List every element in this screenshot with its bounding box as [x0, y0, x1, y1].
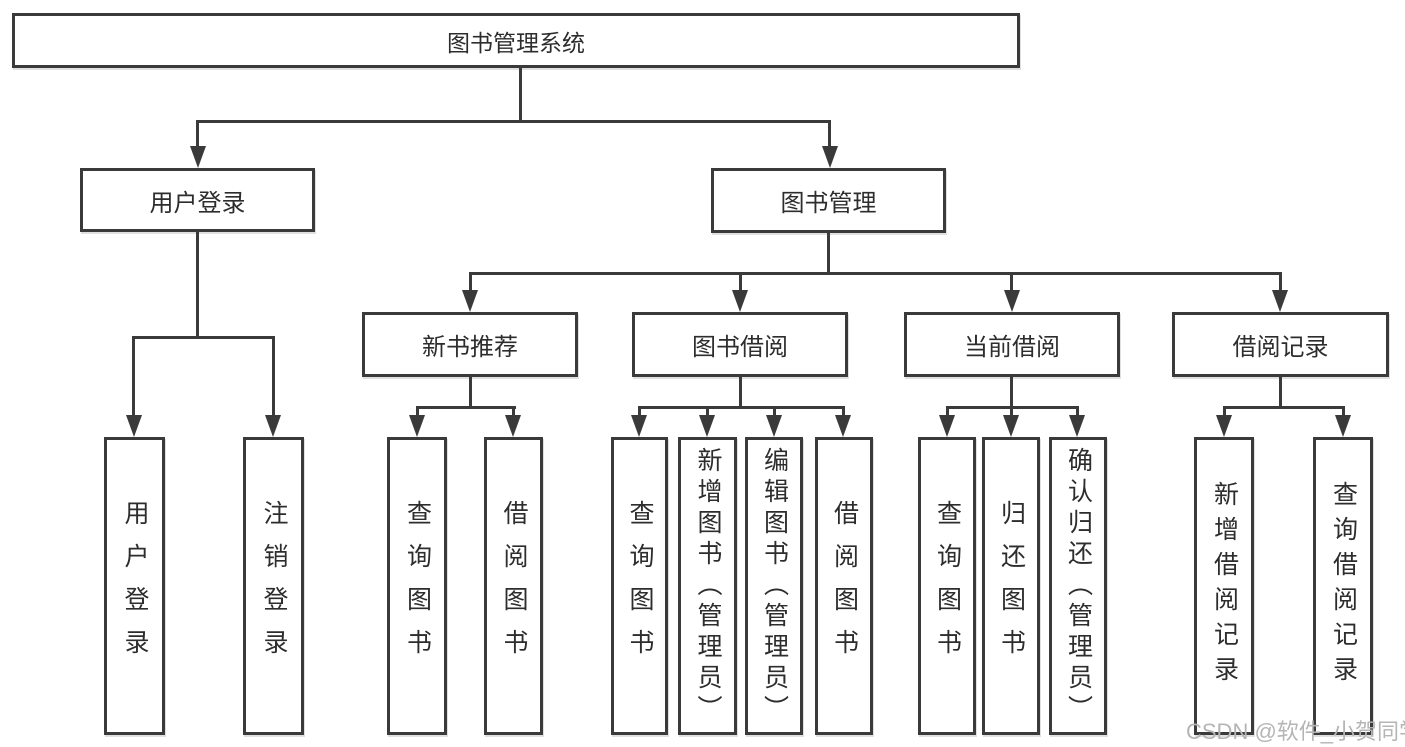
connector-line [1279, 272, 1282, 292]
connector-line [416, 406, 419, 417]
leaf-borrow-books: 借阅图书 [815, 437, 873, 735]
arrow-down-icon [699, 415, 715, 437]
node-borrowing-records: 借阅记录 [1172, 312, 1389, 377]
leaf-label: 新增借阅记录 [1210, 481, 1239, 691]
leaf-add-borrow-record: 新增借阅记录 [1194, 437, 1254, 735]
arrow-down-icon [939, 415, 955, 437]
arrow-down-icon [1004, 290, 1020, 312]
node-label: 新书推荐 [422, 334, 518, 361]
connector-line [828, 120, 831, 148]
connector-line [469, 272, 1282, 275]
leaf-label: 新增图书（管理员） [694, 446, 722, 726]
node-library-management-system: 图书管理系统 [12, 13, 1020, 68]
connector-line [739, 377, 742, 408]
connector-line [842, 406, 845, 417]
node-label: 借阅记录 [1232, 334, 1329, 361]
arrow-down-icon [462, 290, 478, 312]
node-label: 图书管理系统 [447, 29, 585, 56]
connector-line [1279, 377, 1282, 408]
node-label: 用户登录 [149, 189, 246, 217]
connector-line [469, 377, 472, 408]
leaf-query-books-recommend: 查询图书 [387, 437, 447, 735]
connector-line [519, 68, 522, 122]
leaf-edit-book-admin: 编辑图书（管理员） [745, 437, 803, 735]
leaf-label: 注销登录 [260, 500, 288, 672]
node-book-management: 图书管理 [711, 168, 946, 233]
arrow-down-icon [766, 415, 782, 437]
arrow-down-icon [835, 415, 851, 437]
arrow-down-icon [1003, 415, 1019, 437]
connector-line [133, 336, 275, 339]
connector-line [1223, 406, 1344, 409]
node-label: 图书借阅 [692, 334, 788, 361]
connector-line [739, 272, 742, 292]
connector-line [1010, 272, 1013, 292]
arrow-down-icon [1069, 415, 1085, 437]
leaf-label: 归还图书 [997, 500, 1026, 672]
leaf-label: 编辑图书（管理员） [760, 446, 789, 726]
connector-line [1342, 406, 1345, 417]
connector-line [132, 336, 135, 416]
connector-line [196, 120, 199, 148]
leaf-label: 查询图书 [403, 500, 432, 672]
node-user-login: 用户登录 [80, 168, 315, 232]
connector-line [638, 406, 845, 409]
connector-line [416, 406, 516, 409]
leaf-logout: 注销登录 [243, 437, 304, 735]
arrow-down-icon [732, 290, 748, 312]
connector-line [1076, 406, 1079, 417]
leaf-query-books-current: 查询图书 [918, 437, 976, 735]
connector-line [272, 336, 275, 416]
arrow-down-icon [822, 146, 838, 168]
connector-line [196, 232, 199, 336]
leaf-label: 借阅图书 [500, 500, 528, 672]
leaf-confirm-return-admin: 确认归还（管理员） [1049, 437, 1107, 735]
arrow-down-icon [1216, 415, 1232, 437]
leaf-label: 查询借阅记录 [1329, 481, 1358, 691]
leaf-label: 查询图书 [626, 500, 654, 672]
leaf-add-book-admin: 新增图书（管理员） [678, 437, 737, 735]
arrow-down-icon [126, 415, 142, 437]
leaf-return-books: 归还图书 [982, 437, 1040, 735]
arrow-down-icon [1272, 290, 1288, 312]
node-label: 图书管理 [780, 190, 877, 217]
connector-line [469, 272, 472, 292]
connector-line [1010, 377, 1013, 408]
arrow-down-icon [190, 146, 206, 168]
node-current-borrowing: 当前借阅 [904, 312, 1120, 377]
leaf-query-books-borrowing: 查询图书 [611, 437, 668, 735]
connector-line [197, 120, 831, 123]
connector-line [638, 406, 641, 417]
leaf-borrow-books-recommend: 借阅图书 [484, 437, 543, 735]
leaf-label: 确认归还（管理员） [1064, 446, 1093, 726]
leaf-label: 查询图书 [933, 500, 962, 672]
connector-line [827, 233, 830, 272]
node-new-book-recommendation: 新书推荐 [362, 312, 578, 377]
node-label: 当前借阅 [964, 334, 1060, 361]
connector-line [1223, 406, 1226, 417]
arrow-down-icon [1335, 415, 1351, 437]
connector-line [773, 406, 776, 417]
connector-line [1010, 406, 1013, 417]
leaf-label: 借阅图书 [830, 500, 859, 672]
arrow-down-icon [631, 415, 647, 437]
leaf-user-login: 用户登录 [104, 437, 165, 735]
node-book-borrowing: 图书借阅 [632, 312, 848, 377]
connector-line [706, 406, 709, 417]
arrow-down-icon [505, 415, 521, 437]
connector-line [512, 406, 515, 417]
watermark: CSDN @软件_小贺同学 [1186, 719, 1405, 744]
leaf-query-borrow-record: 查询借阅记录 [1313, 437, 1373, 735]
arrow-down-icon [409, 415, 425, 437]
arrow-down-icon [265, 415, 281, 437]
leaf-label: 用户登录 [121, 500, 149, 672]
connector-line [946, 406, 949, 417]
